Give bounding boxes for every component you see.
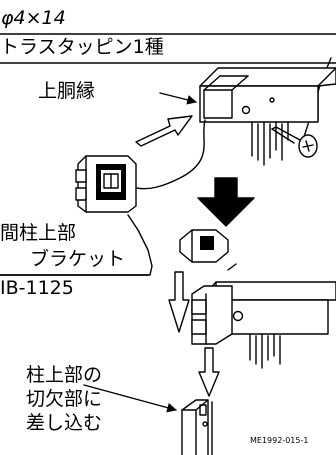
post-with-notch [181,399,213,455]
down-arrow-left [168,271,190,333]
truss-screw [271,126,318,158]
screw-spec-diameter: φ4×14 [1,7,66,29]
bracket-piece-small [179,229,229,263]
post-note-line2: 切欠部に [26,388,103,410]
post-note-line3: 差し込む [26,412,103,434]
bracket-label-line1: 間柱上部 [0,222,77,244]
rail-leader-arrow [159,92,197,105]
rail-label: 上胴縁 [38,80,96,102]
screw-spec-type: トラスタッピン1種 [0,36,164,58]
post-note-leader [83,384,177,413]
connection-curve [135,119,206,190]
bracket-label-line2: ブラケット [30,248,126,270]
figure-code: ME1992-015-1 [250,436,309,445]
insert-arrow [135,115,193,147]
down-arrow-right [227,263,237,271]
top-rail-upper [199,67,336,166]
part-number: IB-1125 [0,277,74,299]
bracket-upper [75,155,137,213]
assembly-down-arrow [197,177,255,227]
down-arrow-post [198,347,220,397]
bracket-installed [191,285,233,345]
post-note-line1: 柱上部の [26,364,103,386]
